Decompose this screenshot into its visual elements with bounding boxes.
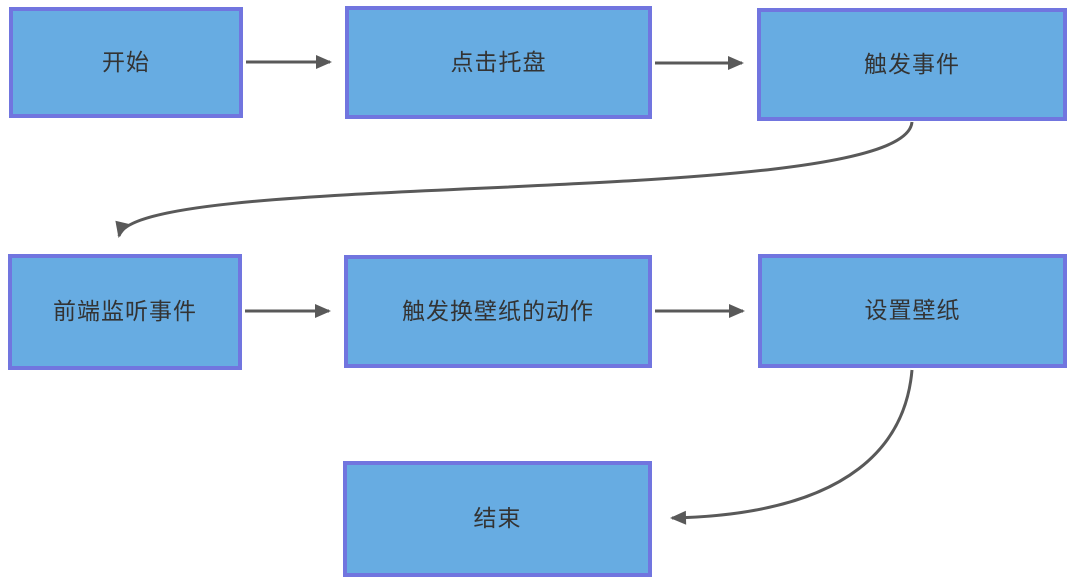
flow-node-trigger-event: 触发事件 [757, 8, 1067, 121]
flow-node-trigger-wallpaper-action: 触发换壁纸的动作 [344, 255, 652, 368]
flow-node-end: 结束 [343, 461, 652, 577]
edge-set-wallpaper-to-end [670, 369, 914, 525]
flow-node-frontend-listen-event: 前端监听事件 [8, 254, 242, 370]
flow-node-label-trigger-wallpaper-action: 触发换壁纸的动作 [402, 297, 594, 324]
flow-node-click-tray: 点击托盘 [345, 6, 652, 119]
flow-node-label-frontend-listen-event: 前端监听事件 [53, 298, 197, 325]
flow-node-label-end: 结束 [473, 505, 522, 532]
edge-trigger-event-to-frontend-listen-event [115, 121, 914, 238]
flow-node-label-trigger-event: 触发事件 [864, 50, 960, 77]
flow-node-label-start: 开始 [102, 48, 150, 75]
flow-node-set-wallpaper: 设置壁纸 [758, 254, 1067, 368]
flow-node-start: 开始 [9, 7, 243, 118]
flow-node-label-set-wallpaper: 设置壁纸 [864, 297, 961, 324]
flow-node-label-click-tray: 点击托盘 [450, 48, 547, 75]
